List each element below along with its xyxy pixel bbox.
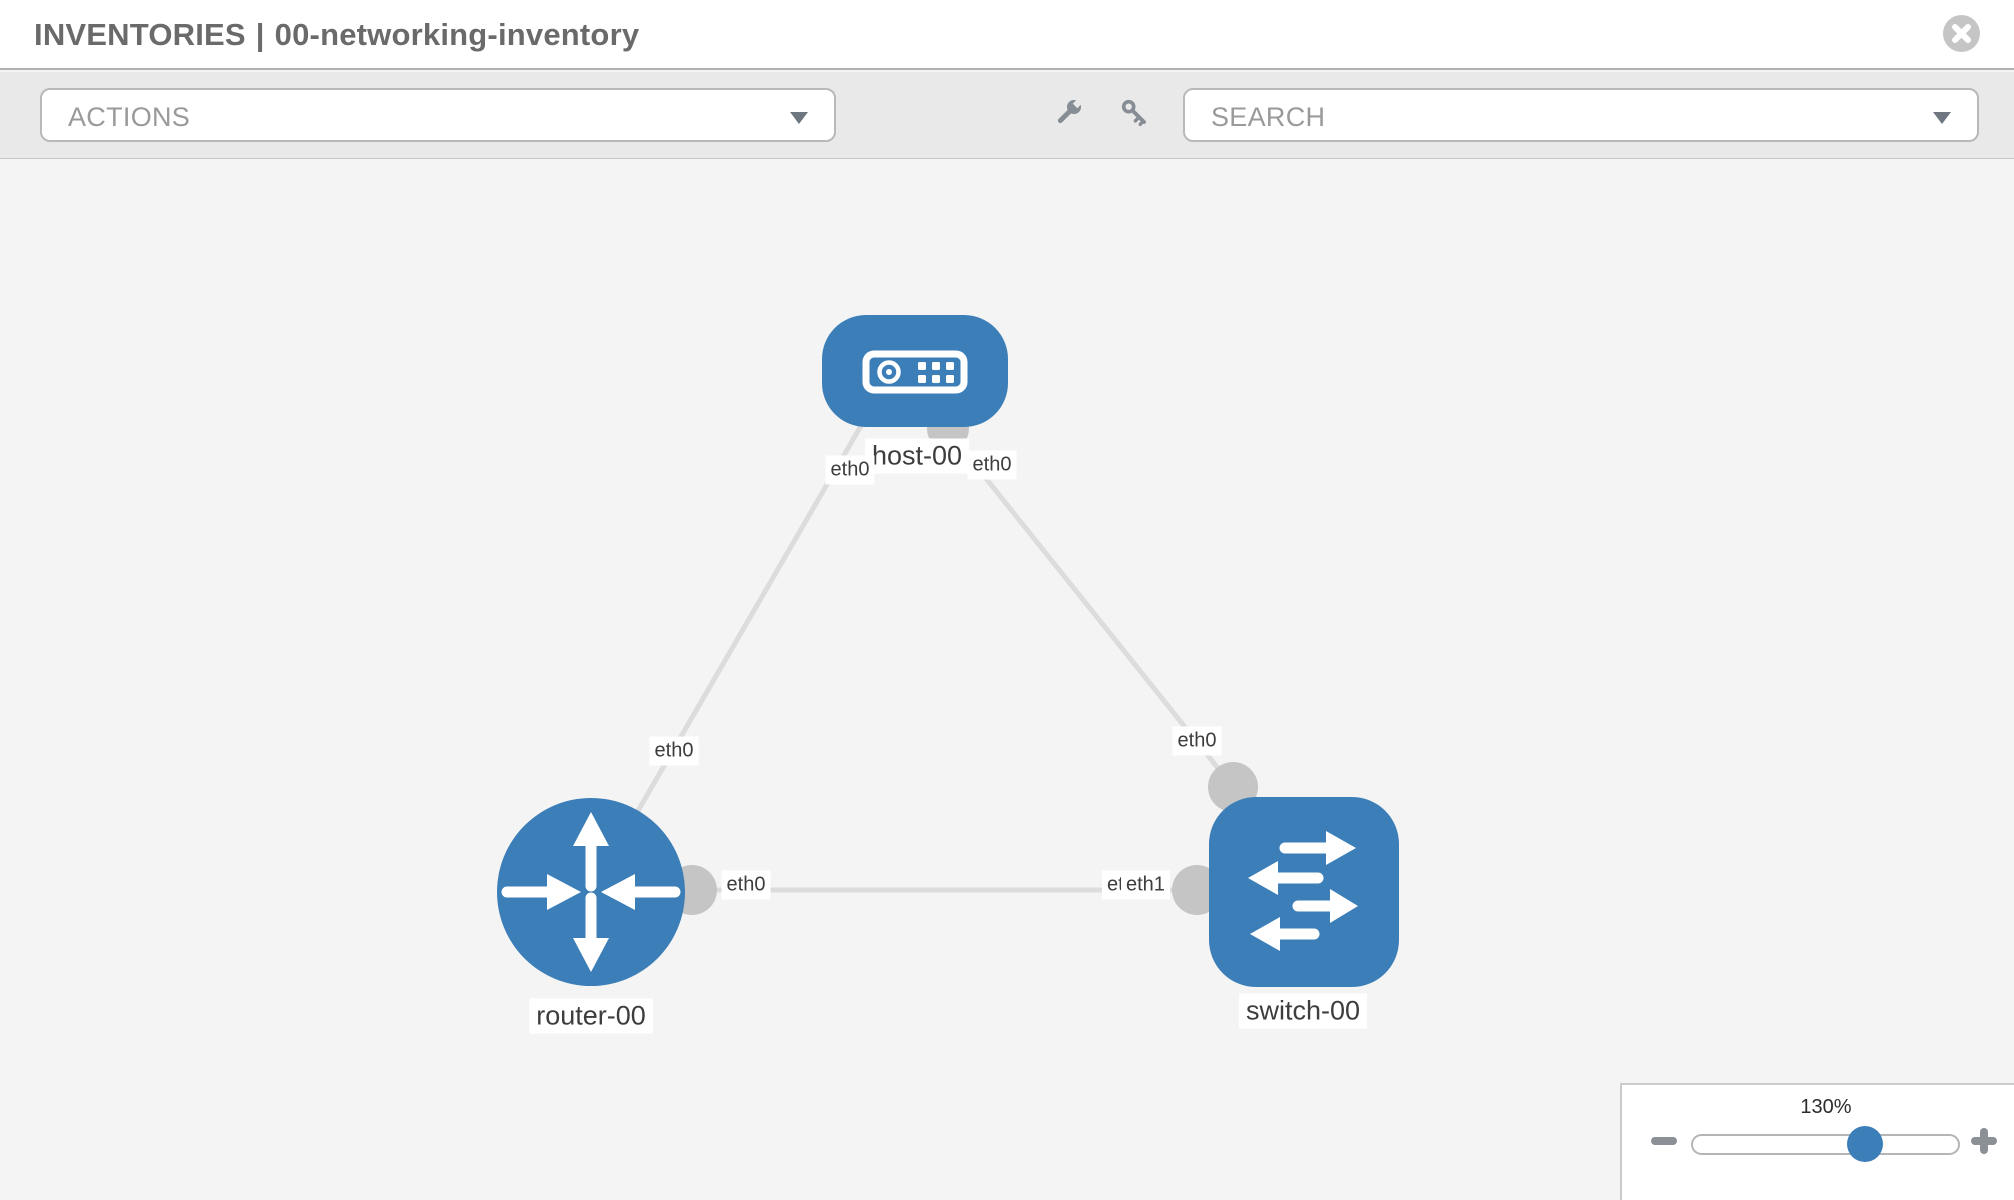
key-icon[interactable]	[1118, 96, 1152, 130]
window-header: INVENTORIES | 00-networking-inventory	[0, 0, 2014, 70]
search-dropdown-label: SEARCH	[1211, 102, 1326, 132]
close-icon	[1952, 24, 1971, 43]
node-label-host: host-00	[864, 438, 970, 474]
interface-label-host-eth0-right: eth0	[967, 450, 1017, 480]
inventory-name: 00-networking-inventory	[274, 17, 640, 52]
router-icon	[501, 812, 681, 972]
chevron-down-icon	[1933, 112, 1951, 124]
interface-label-host-eth0-left: eth0	[825, 455, 875, 485]
interface-label-switch-top-eth0: eth0	[1172, 726, 1222, 756]
interface-label-switch-eth1: eth1	[1121, 870, 1170, 900]
node-host[interactable]	[822, 315, 1008, 427]
host-icon	[862, 350, 968, 394]
zoom-control-panel: 130%	[1620, 1083, 2014, 1200]
title-divider: |	[255, 17, 265, 52]
node-switch[interactable]	[1209, 797, 1399, 987]
zoom-slider-track[interactable]	[1691, 1134, 1960, 1155]
wrench-icon[interactable]	[1051, 96, 1085, 130]
page-title: INVENTORIES | 00-networking-inventory	[34, 17, 639, 53]
zoom-in-plus-icon[interactable]	[1971, 1128, 1997, 1154]
interface-label-router-link-eth0: eth0	[649, 736, 699, 766]
zoom-out-minus-icon[interactable]	[1651, 1137, 1677, 1145]
zoom-slider-handle[interactable]	[1847, 1126, 1883, 1162]
interface-label-router-eth0: eth0	[721, 870, 771, 900]
node-router[interactable]	[497, 798, 685, 986]
node-label-router: router-00	[529, 998, 653, 1034]
toolbar: ACTIONS SEARCH	[0, 72, 2014, 159]
topology-canvas[interactable]: host-00 router-00 switch-00 eth0 eth0 et…	[0, 160, 2014, 1200]
zoom-level-value: 130%	[1800, 1096, 1852, 1118]
switch-icon	[1248, 831, 1358, 951]
node-label-switch: switch-00	[1238, 993, 1368, 1029]
page-title-section: INVENTORIES	[34, 17, 246, 52]
chevron-down-icon	[790, 112, 808, 124]
actions-dropdown-label: ACTIONS	[68, 102, 191, 132]
actions-dropdown[interactable]: ACTIONS	[40, 88, 836, 142]
search-dropdown[interactable]: SEARCH	[1183, 88, 1979, 142]
close-button[interactable]	[1943, 15, 1980, 52]
